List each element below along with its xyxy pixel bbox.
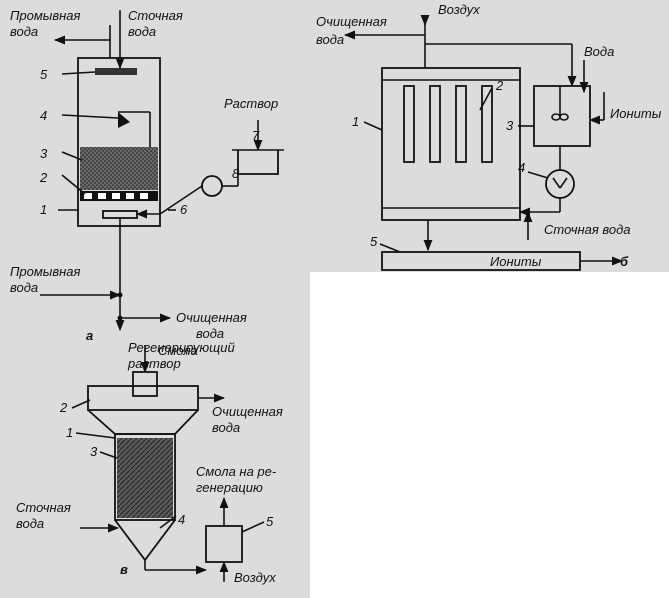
number-8-a: 8 [232,166,240,181]
number-5-a: 5 [40,67,48,82]
label-resin: Смола [158,343,198,358]
number-4-b: 4 [518,160,525,175]
number-1-b: 1 [352,114,359,129]
column-c [114,433,176,521]
label-waste-water-2: вода [128,24,156,39]
label-cleaned-water-b-2: вода [316,32,344,47]
top-body-c [87,385,199,411]
label-regen-solution-1: Регенерирующий [128,340,235,355]
separator-b [381,251,581,271]
label-air-c: Воздух [234,570,276,585]
label-water-b: Вода [584,44,614,59]
label-waste-water-1: Сточная [128,8,183,23]
number-5-b: 5 [370,234,378,249]
blank-region [310,272,669,598]
resin-bed-a [80,147,158,190]
mixer-tank-b [533,85,591,147]
number-2-b: 2 [495,78,504,93]
plate-b-3 [455,85,467,163]
number-3-a: 3 [40,146,48,161]
label-waste-water-c-1: Сточная [16,500,71,515]
bottom-cone-c [114,519,176,562]
label-cleaned-water-b-1: Очищенная [316,14,387,29]
feed-hopper-c [132,371,158,397]
label-waste-water-c-2: вода [16,516,44,531]
label-regen-solution-2: раствор [127,356,181,371]
sublabel-c: в [120,562,128,577]
diagram-a: Промывная вода Сточная вода Раствор Пром… [10,8,284,371]
sublabel-b: б [620,254,629,269]
support-grid-a [80,191,158,201]
number-2-c: 2 [59,400,68,415]
diagram-b: Очищенная вода Воздух Вода Иониты Сточна… [316,2,662,271]
number-7-a: 7 [252,128,260,143]
label-wash-water-top-1: Промывная [10,8,81,23]
number-3-b: 3 [506,118,514,133]
number-4-a: 4 [40,108,47,123]
tank-b [381,67,521,221]
plate-b-2 [429,85,441,163]
number-2-a: 2 [39,170,48,185]
label-wash-water-bottom-2: вода [10,280,38,295]
label-waste-water-b: Сточная вода [544,222,631,237]
label-cleaned-water-a-2: вода [196,326,224,341]
solution-tank-a [237,150,279,175]
number-4-c: 4 [178,512,185,527]
label-resin-regen-2: генерацию [196,480,263,495]
pump-b [545,169,575,199]
resin-bed-c [117,438,173,518]
number-5-c: 5 [266,514,274,529]
funnel-a [118,112,130,128]
collector-a [102,210,138,219]
sublabel-a: а [86,328,93,343]
label-wash-water-bottom-1: Промывная [10,264,81,279]
plate-b-4 [481,85,493,163]
plate-b-1 [403,85,415,163]
label-air-b: Воздух [438,2,480,17]
regenerator-c [205,525,243,563]
label-ionites-bottom: Иониты [490,254,542,269]
label-cleaned-water-c-2: вода [212,420,240,435]
number-6-a: 6 [180,202,188,217]
label-cleaned-water-a-1: Очищенная [176,310,247,325]
distributor-a [95,68,137,75]
label-wash-water-top-2: вода [10,24,38,39]
number-1-a: 1 [40,202,47,217]
label-ionites-top: Иониты [610,106,662,121]
number-1-c: 1 [66,425,73,440]
label-solution: Раствор [224,96,278,111]
label-cleaned-water-c-1: Очищенная [212,404,283,419]
diagram-c: Смола Очищенная вода Смола на ре- генера… [16,343,283,585]
label-resin-regen-1: Смола на ре- [196,464,277,479]
pump-a [201,175,223,197]
number-3-c: 3 [90,444,98,459]
